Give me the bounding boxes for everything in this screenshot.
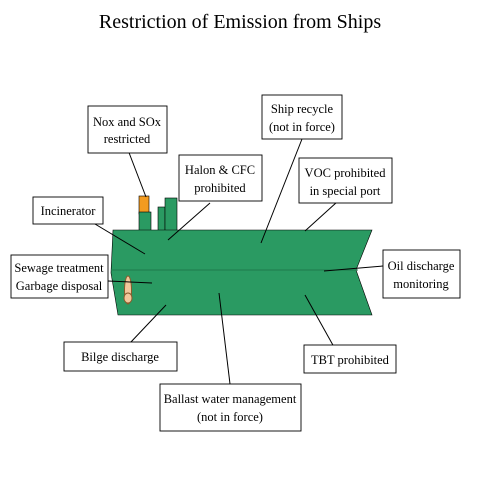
leader-recycle [260,138,303,244]
funnel-top [138,195,150,215]
leader-oil [323,265,384,272]
superstructure-mast [164,197,178,233]
leader-halon [167,202,211,241]
leader-ballast [218,292,231,385]
label-nox-line2: restricted [104,132,151,146]
label-oil-line1: Oil discharge [388,259,455,273]
superstructure-mast [157,206,166,233]
callout-voc [298,157,393,204]
label-ballast-line1: Ballast water management [164,392,297,406]
label-oil-line2: monitoring [393,277,449,291]
leader-sewage [107,280,153,284]
callout-halon-cfc [178,154,263,202]
callouts [10,94,461,432]
label-recycle-line2: (not in force) [269,120,335,134]
leader-voc [304,201,338,232]
funnel [138,211,152,233]
label-halon-line2: prohibited [194,181,246,195]
callout-tbt [303,344,397,374]
label-sewage-line1: Sewage treatment [14,261,104,275]
callout-oil-discharge [382,249,461,299]
label-sewage-line2: Garbage disposal [16,279,103,293]
callout-ship-recycle [261,94,343,140]
leader-lines [79,138,384,385]
label-halon-line1: Halon & CFC [185,163,255,177]
ship-hull [110,229,373,316]
callout-bilge [63,341,178,372]
label-voc-line1: VOC prohibited [305,166,387,180]
label-bilge: Bilge discharge [81,350,159,364]
label-tbt: TBT prohibited [311,353,390,367]
callout-ballast [159,383,302,432]
callout-sewage-garbage [10,254,109,299]
label-voc-line2: in special port [310,184,381,198]
leader-nox [127,149,147,198]
label-ballast-line2: (not in force) [197,410,263,424]
ship [110,195,373,316]
propeller-hub [123,292,133,304]
page-title: Restriction of Emission from Ships [99,11,381,33]
leader-bilge [129,304,167,344]
label-recycle-line1: Ship recycle [271,102,334,116]
leader-tbt [304,294,335,348]
callout-nox-sox [87,105,168,154]
label-nox-line1: Nox and SOx [93,115,162,129]
callout-incinerator [32,196,104,225]
callout-labels: Nox and SOx restricted Ship recycle (not… [14,102,454,424]
label-incinerator: Incinerator [41,204,97,218]
